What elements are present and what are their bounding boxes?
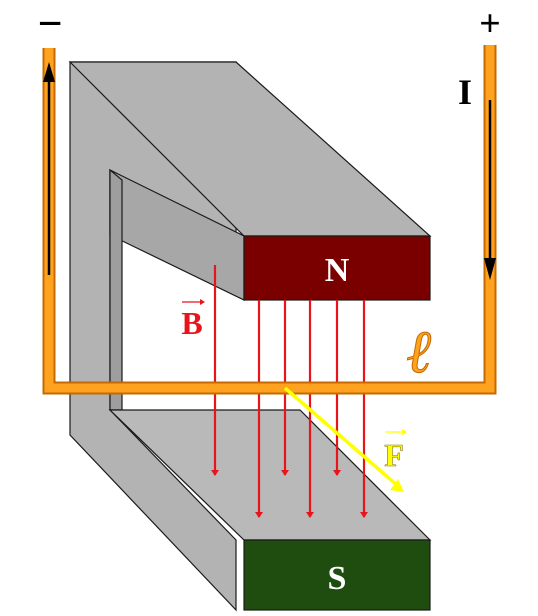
magnet-yoke — [68, 61, 432, 612]
magnet-inner-spine — [109, 168, 123, 411]
current-label: I — [458, 72, 472, 112]
current-arrows — [43, 62, 496, 280]
field-label: B — [181, 305, 202, 341]
negative-terminal-label: − — [37, 0, 62, 48]
vector-arrow-icon — [200, 299, 205, 305]
field-lines — [211, 265, 368, 518]
north-pole — [243, 235, 431, 301]
force-label: F — [384, 437, 404, 473]
positive-terminal-label: + — [479, 3, 501, 45]
north-pole-label: N — [325, 252, 350, 289]
current-arrow-left-head — [43, 62, 55, 82]
length-label: ℓ — [407, 319, 433, 385]
vector-arrow-icon — [402, 429, 407, 435]
force-label-group: F — [384, 429, 407, 473]
force-arrow — [283, 386, 404, 492]
field-label-group: B — [181, 299, 205, 341]
force-arrow-head — [390, 479, 404, 492]
current-arrow-right-head — [484, 258, 496, 280]
south-pole-label: S — [328, 560, 347, 597]
force-arrow-line — [283, 386, 400, 488]
south-pole — [243, 539, 431, 611]
